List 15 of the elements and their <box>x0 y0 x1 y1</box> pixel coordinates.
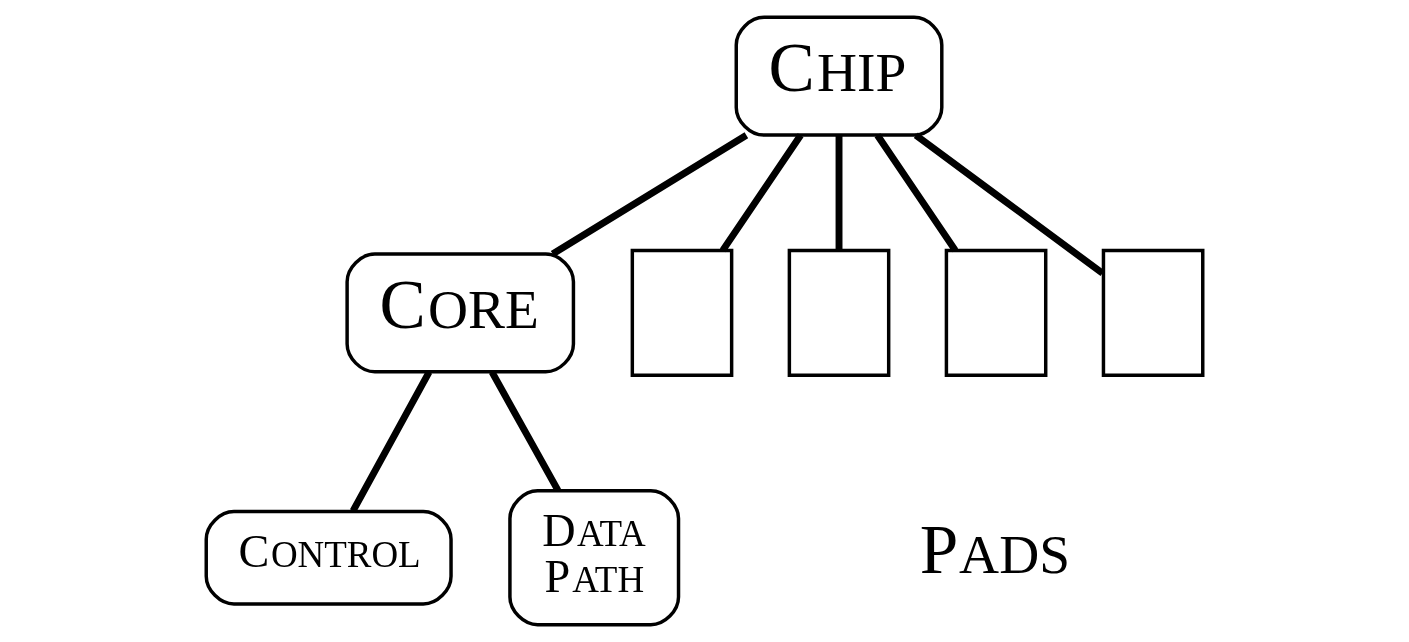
connector <box>835 135 843 251</box>
connector <box>874 133 959 253</box>
label: PADS <box>919 510 1070 588</box>
node-box: DATA PATH <box>508 489 681 627</box>
node-box: CHIP <box>734 15 944 137</box>
node-box <box>1101 248 1205 377</box>
node-box: CORE <box>345 252 576 374</box>
node-box: CONTROL <box>204 509 453 606</box>
connector <box>550 132 749 257</box>
node-box <box>787 248 891 377</box>
connector <box>913 132 1105 277</box>
connector <box>350 370 433 513</box>
connector <box>719 133 804 253</box>
node-box <box>630 248 734 377</box>
node-box <box>944 248 1048 377</box>
